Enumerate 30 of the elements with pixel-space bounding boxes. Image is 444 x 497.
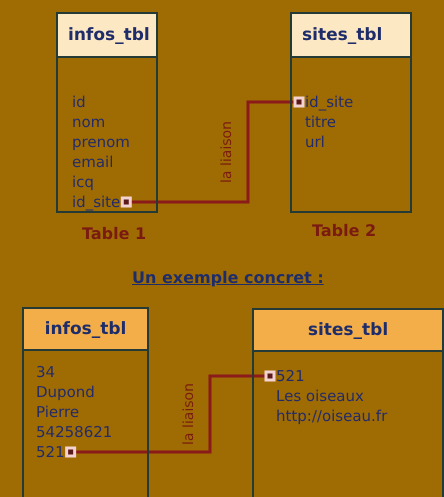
field-text: 521 bbox=[36, 442, 65, 462]
field-text: url bbox=[305, 132, 325, 152]
field-text: id_site bbox=[305, 92, 354, 112]
field-text: prenom bbox=[72, 132, 130, 152]
field-text: titre bbox=[305, 112, 336, 132]
field-text: email bbox=[72, 152, 114, 172]
connector-line bbox=[120, 96, 304, 208]
section-heading: Un exemple concret : bbox=[132, 268, 324, 287]
table-caption: Table 2 bbox=[312, 221, 376, 240]
table-caption: Table 1 bbox=[82, 224, 146, 243]
table-box bbox=[22, 307, 149, 497]
field-text: 54258621 bbox=[36, 422, 112, 442]
table-header: infos_tbl bbox=[58, 14, 156, 58]
table-box bbox=[252, 308, 444, 497]
field-text: id bbox=[72, 92, 86, 112]
field-text: Pierre bbox=[36, 402, 80, 422]
field-text: icq bbox=[72, 172, 94, 192]
table-header: infos_tbl bbox=[24, 309, 147, 351]
field-text: id_site bbox=[72, 192, 120, 212]
table-header: sites_tbl bbox=[254, 310, 442, 352]
table-box bbox=[290, 12, 412, 213]
table-header: sites_tbl bbox=[292, 14, 410, 58]
table-box bbox=[56, 12, 158, 213]
field-text: 34 bbox=[36, 362, 56, 382]
connector-line bbox=[65, 370, 276, 458]
field-text: http://oiseau.fr bbox=[276, 406, 388, 426]
field-text: 521 bbox=[276, 366, 305, 386]
field-text: Les oiseaux bbox=[276, 386, 364, 406]
field-text: nom bbox=[72, 112, 106, 132]
field-text: Dupond bbox=[36, 382, 95, 402]
